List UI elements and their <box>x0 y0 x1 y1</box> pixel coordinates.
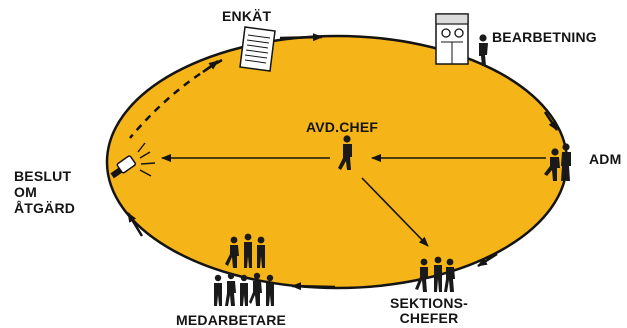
label-beslut-om-atgard: BESLUT OM ÅTGÄRD <box>14 168 75 216</box>
label-beslut-line-3: ÅTGÄRD <box>14 200 76 216</box>
adm-people-icon <box>544 143 571 181</box>
avdchef-figure <box>338 135 352 170</box>
label-sektionschefer: SEKTIONS- CHEFER <box>390 296 468 326</box>
arrow-beslut-to-enkat <box>202 59 219 74</box>
label-bearbetning: BEARBETNING <box>492 29 597 45</box>
label-sektion-line-1: SEKTIONS- <box>390 295 469 311</box>
arrow-adm-to-sektionschefer <box>477 252 498 268</box>
arrow-enkat-to-bearbetning <box>279 33 323 42</box>
questionnaire-icon <box>239 26 276 72</box>
gavel-icon <box>110 142 156 179</box>
operator-figure <box>479 34 488 66</box>
label-adm: ADM <box>589 151 622 167</box>
cycle-ellipse <box>105 34 569 290</box>
arrow-bearbetning-to-adm <box>543 111 559 131</box>
label-beslut-line-2: OM <box>14 184 37 200</box>
computer-icon <box>435 13 469 65</box>
label-beslut-line-1: BESLUT <box>14 168 72 184</box>
arrow-avdchef-to-sektionschefer <box>361 177 429 247</box>
label-medarbetare: MEDARBETARE <box>176 312 287 328</box>
medarbetare-crowd-icon <box>214 233 274 306</box>
sektionschefer-people-icon <box>415 256 455 292</box>
label-sektion-line-2: CHEFER <box>399 310 459 326</box>
label-enkat: ENKÄT <box>222 8 272 24</box>
arrow-sektionschefer-to-medarbetare <box>291 282 336 291</box>
label-avd-chef: AVD.CHEF <box>306 119 379 135</box>
arrow-medarbetare-to-beslut <box>126 212 144 237</box>
